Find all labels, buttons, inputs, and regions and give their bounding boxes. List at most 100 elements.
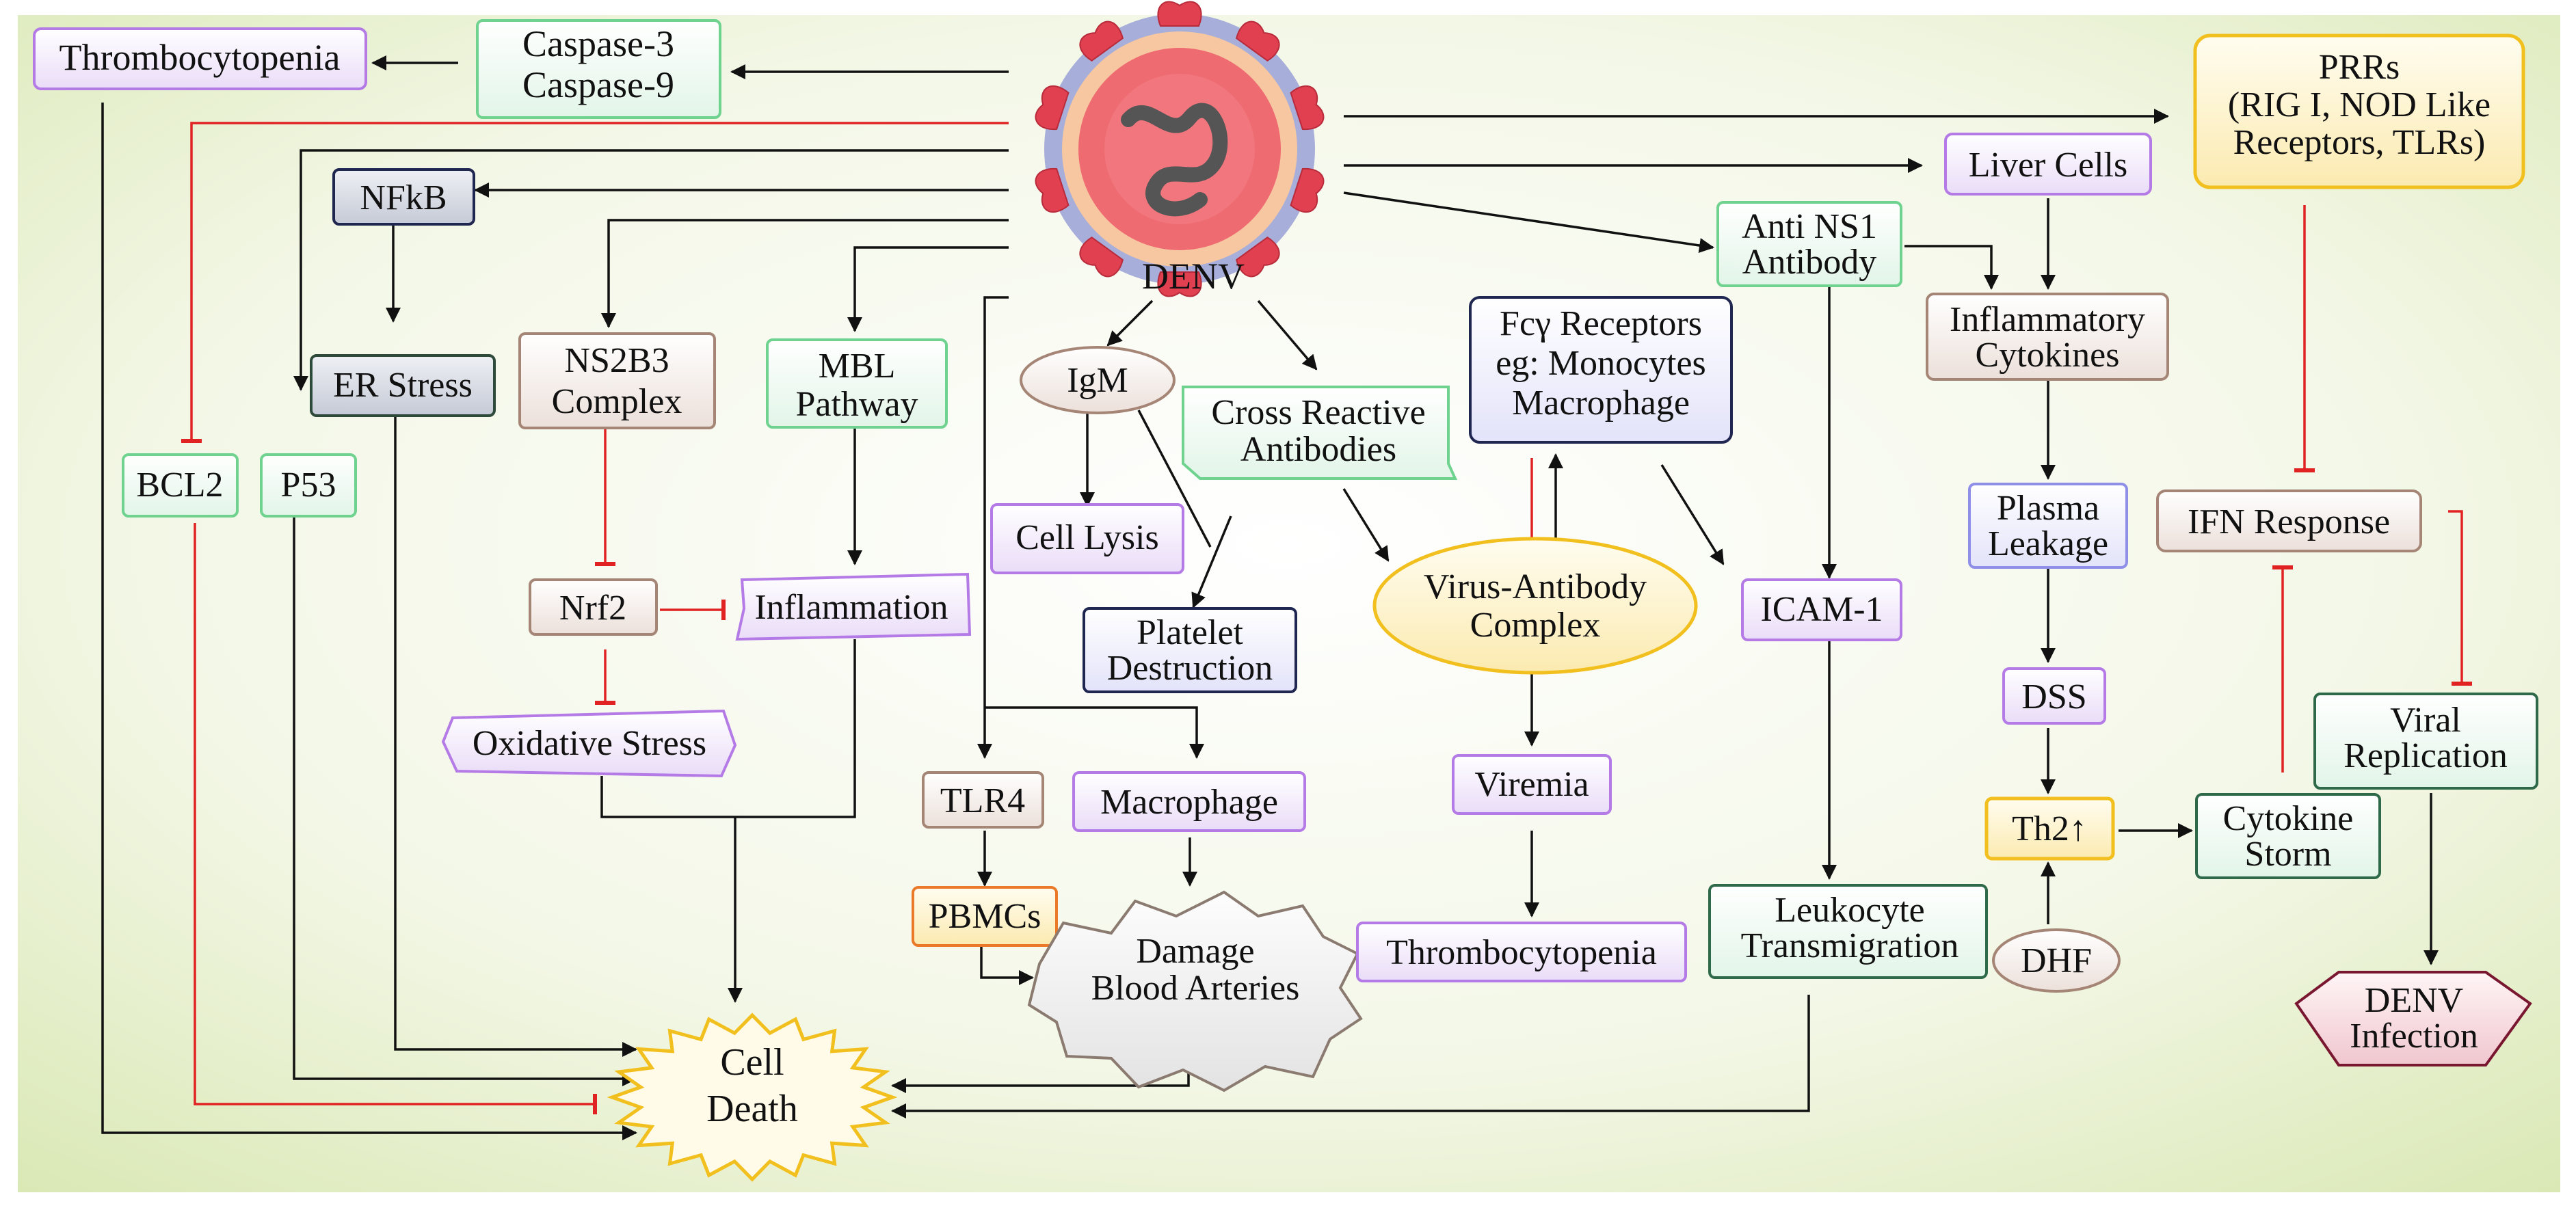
bcl2-label: BCL2	[136, 466, 223, 505]
anti-ns1-node: Anti NS1 Antibody	[1716, 201, 1902, 287]
plasma-leakage-line-1: Plasma	[1997, 489, 2099, 528]
arrow-leukocyte-to-cell-death	[891, 995, 1810, 1118]
dhf-node: DHF	[1992, 928, 2121, 993]
arrow-denv-to-cross-reactive	[1257, 299, 1318, 371]
prrs-line-3: Receptors, TLRs)	[2233, 123, 2486, 162]
th2-node: Th2↑	[1984, 796, 2115, 861]
platelet-destruction-line-1: Platelet	[1137, 613, 1244, 652]
ns2b3-line-2: Complex	[552, 382, 682, 421]
caspase-line-2: Caspase-9	[522, 64, 674, 105]
arrow-anti-ns1-to-cytokines	[1904, 245, 1999, 290]
anti-ns1-line-1: Anti NS1	[1742, 207, 1877, 246]
denv-infection-node: DENV Infection	[2294, 971, 2532, 1066]
damage-arteries-line-1: Damage	[1136, 932, 1254, 971]
line-denv-down	[983, 296, 1009, 708]
virus-spike-icon	[1157, 271, 1202, 297]
virus-antibody-line-1: Virus-Antibody	[1424, 567, 1647, 606]
inhibit-ifn-replication	[2448, 510, 2472, 686]
cell-death-line-2: Death	[706, 1088, 798, 1130]
p53-node: P53	[260, 453, 357, 518]
virus-spike-icon	[1236, 236, 1280, 278]
p53-label: P53	[281, 466, 336, 505]
oxidative-stress-node: Oxidative Stress	[441, 709, 737, 778]
inflammatory-cytokines-line-1: Inflammatory	[1950, 300, 2145, 339]
dss-label: DSS	[2021, 677, 2086, 716]
th2-label: Th2↑	[2012, 809, 2087, 848]
inhibitors	[181, 122, 2472, 1114]
ns2b3-line-1: NS2B3	[564, 341, 669, 380]
viral-replication-node: Viral Replication	[2313, 693, 2538, 790]
platelet-destruction-line-2: Destruction	[1107, 649, 1273, 688]
virus-spike-icon	[1290, 85, 1325, 131]
line-igm-to-platelet	[1137, 410, 1212, 548]
fc-receptors-line-2: eg: Monocytes	[1496, 344, 1706, 383]
denv-virus-icon	[1035, 1, 1325, 297]
cell-lysis-node: Cell Lysis	[990, 503, 1184, 574]
ifn-response-node: IFN Response	[2156, 489, 2422, 552]
arrow-er-stress-to-cell-death	[394, 410, 637, 1057]
arrow-denv-to-p53	[293, 149, 1009, 391]
macrophage-node: Macrophage	[1072, 771, 1306, 832]
thrombocytopenia-top-label: Thrombocytopenia	[59, 37, 341, 78]
thrombocytopenia-mid-node: Thrombocytopenia	[1356, 922, 1687, 982]
oxidative-stress-label: Oxidative Stress	[473, 724, 706, 763]
arrow-thrombocytopenia-to-cell-death	[101, 103, 637, 1140]
inflammatory-cytokines-line-2: Cytokines	[1976, 336, 2120, 375]
arrow-to-platelet-destruction	[1191, 515, 1232, 608]
virus-spike-icon	[1079, 21, 1124, 62]
cross-reactive-node: Cross Reactive Antibodies	[1182, 386, 1458, 480]
inflammation-label: Inflammation	[754, 588, 948, 627]
cell-death-line-1: Cell	[720, 1041, 784, 1084]
arrow-denv-to-igm	[1106, 299, 1154, 347]
nrf2-label: Nrf2	[559, 589, 626, 628]
er-stress-node: ER Stress	[310, 354, 496, 417]
tlr4-label: TLR4	[940, 781, 1025, 820]
virus-spike-icon	[1290, 167, 1325, 213]
virus-spike-icon	[1035, 167, 1070, 213]
cell-lysis-label: Cell Lysis	[1015, 518, 1158, 557]
leukocyte-line-1: Leukocyte	[1775, 891, 1924, 930]
viremia-node: Viremia	[1452, 754, 1612, 815]
virus-spike-icon	[1079, 236, 1124, 278]
cytokine-storm-line-1: Cytokine	[2223, 799, 2354, 838]
cytokine-storm-node: Cytokine Storm	[2195, 793, 2381, 879]
arrow-denv-to-ns2b3	[601, 219, 1009, 328]
inflammatory-cytokines-node: Inflammatory Cytokines	[1926, 293, 2169, 381]
cross-reactive-line-2: Antibodies	[1240, 430, 1396, 469]
plasma-leakage-node: Plasma Leakage	[1968, 483, 2128, 569]
denv-infection-line-2: Infection	[2350, 1017, 2478, 1056]
virus-spike-icon	[1035, 85, 1070, 131]
macrophage-label: Macrophage	[1100, 783, 1278, 822]
inhibit-bcl2-cell-death	[194, 523, 597, 1114]
arrow-fc-to-icam1	[1660, 464, 1725, 565]
ifn-response-label: IFN Response	[2188, 502, 2390, 541]
arrow-denv-to-anti-ns1	[1343, 191, 1714, 253]
er-stress-label: ER Stress	[333, 366, 473, 405]
inhibit-denv-bcl2	[181, 122, 1009, 443]
fc-receptors-line-1: Fcγ Receptors	[1500, 304, 1702, 343]
arrow-denv-to-mbl	[847, 246, 1009, 332]
icam1-node: ICAM-1	[1741, 578, 1902, 641]
connectors	[101, 55, 2439, 1140]
liver-cells-node: Liver Cells	[1944, 133, 2152, 196]
mbl-node: MBL Pathway	[766, 338, 948, 429]
arrow-to-macrophage	[985, 706, 1204, 759]
icam1-label: ICAM-1	[1760, 590, 1883, 629]
bcl2-node: BCL2	[122, 453, 239, 518]
dss-node: DSS	[2002, 667, 2106, 725]
nrf2-node: Nrf2	[529, 578, 658, 636]
dhf-label: DHF	[2021, 941, 2092, 980]
ns2b3-node: NS2B3 Complex	[518, 332, 716, 429]
virus-antibody-line-2: Complex	[1470, 606, 1601, 645]
thrombocytopenia-top-node: Thrombocytopenia	[33, 27, 367, 90]
tlr4-node: TLR4	[922, 771, 1044, 829]
mbl-line-2: Pathway	[795, 385, 918, 424]
cytokine-storm-line-2: Storm	[2244, 835, 2331, 874]
nfkb-node: NFkB	[332, 168, 475, 226]
leukocyte-line-2: Transmigration	[1741, 926, 1959, 965]
damage-arteries-line-2: Blood Arteries	[1091, 969, 1300, 1008]
leukocyte-node: Leukocyte Transmigration	[1708, 884, 1988, 979]
prrs-line-2: (RIG I, NOD Like	[2228, 85, 2491, 124]
cross-reactive-line-1: Cross Reactive	[1211, 393, 1425, 432]
prrs-line-1: PRRs	[2319, 48, 2400, 87]
